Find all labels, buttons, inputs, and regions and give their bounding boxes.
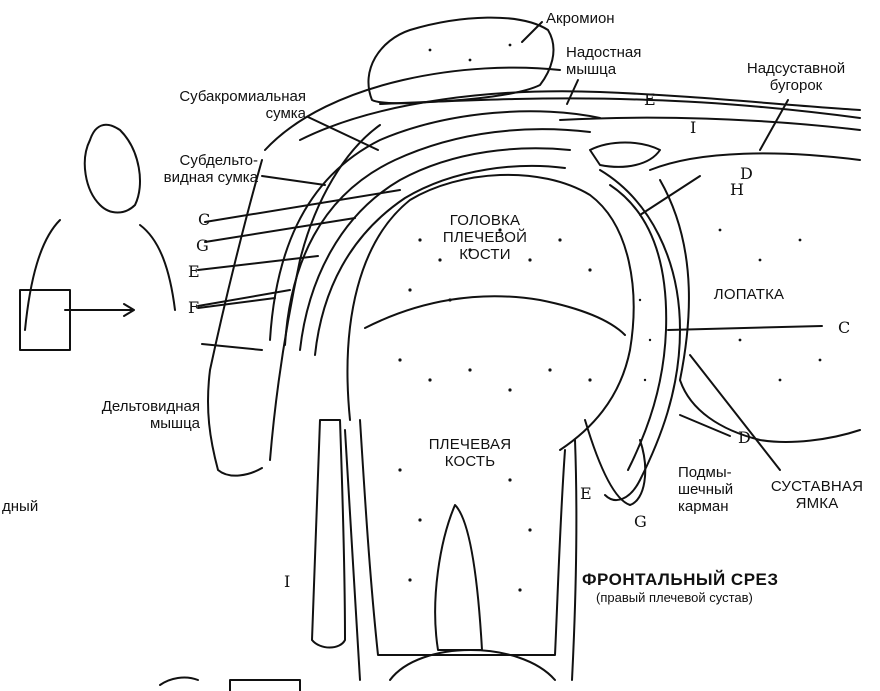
label-glenoid-fossa: СУСТАВНАЯ ЯМКА	[762, 478, 872, 512]
label-deltoid-line1: Дельтовидная	[60, 398, 200, 415]
label-scapula: ЛОПАТКА	[704, 286, 794, 303]
letter-h: H	[730, 180, 744, 199]
label-humeral-head-line1: ГОЛОВКА	[420, 212, 550, 229]
bone-texture	[398, 44, 821, 592]
label-supraglenoid-tubercle: Надсуставной бугорок	[732, 60, 860, 94]
label-subacromial-line2: сумка	[148, 105, 306, 122]
label-subacromial-bursa: Субакромиальная сумка	[148, 88, 306, 122]
label-deltoid-line2: мышца	[60, 415, 200, 432]
label-supraglenoid-line2: бугорок	[732, 77, 860, 94]
label-axillary-line3: карман	[678, 498, 733, 515]
letter-e-bottom: E	[580, 484, 592, 503]
label-humerus: ПЛЕЧЕВАЯ КОСТЬ	[400, 436, 540, 470]
letter-f-left: F	[188, 298, 199, 317]
label-axillary-line2: шечный	[678, 481, 733, 498]
label-humeral-head: ГОЛОВКА ПЛЕЧЕВОЙ КОСТИ	[420, 212, 550, 263]
label-axillary-pouch: Подмы- шечный карман	[678, 464, 733, 515]
label-deltoid-muscle: Дельтовидная мышца	[60, 398, 200, 432]
biceps-tendon	[312, 420, 345, 648]
label-subdeltoid-bursa: Субдельто- видная сумка	[148, 152, 258, 186]
letter-c-left: C	[198, 210, 210, 229]
deltoid-muscle	[265, 68, 560, 150]
letter-g-left: G	[196, 236, 209, 255]
letter-i-top: I	[690, 118, 696, 137]
letter-e-left: E	[188, 262, 200, 281]
label-supraspinatus: Надостная мышца	[566, 44, 641, 78]
letter-i-bottom: I	[284, 572, 290, 591]
label-acromion: Акромион	[546, 10, 615, 27]
label-supraspinatus-line1: Надостная	[566, 44, 641, 61]
scapula-outline	[650, 153, 860, 170]
letter-c-right: C	[838, 318, 850, 337]
label-glenoid-line2: ЯМКА	[762, 495, 872, 512]
letter-g-bottom: G	[634, 512, 647, 531]
label-glenoid-line1: СУСТАВНАЯ	[762, 478, 872, 495]
acromion-shape	[368, 18, 553, 104]
label-humeral-head-line2: ПЛЕЧЕВОЙ	[420, 229, 550, 246]
label-axillary-line1: Подмы-	[678, 464, 733, 481]
caption-subtitle: (правый плечевой сустав)	[596, 590, 753, 605]
letter-e-top: E	[644, 90, 656, 109]
label-humerus-line1: ПЛЕЧЕВАЯ	[400, 436, 540, 453]
inset-figure	[85, 125, 140, 213]
label-supraglenoid-line1: Надсуставной	[732, 60, 860, 77]
label-humerus-line2: КОСТЬ	[400, 453, 540, 470]
letter-d-bottom: D	[738, 428, 751, 447]
label-humeral-head-line3: КОСТИ	[420, 246, 550, 263]
label-subdeltoid-line2: видная сумка	[148, 169, 258, 186]
label-subdeltoid-line1: Субдельто-	[148, 152, 258, 169]
label-subacromial-line1: Субакромиальная	[148, 88, 306, 105]
caption-title: ФРОНТАЛЬНЫЙ СРЕЗ	[582, 570, 779, 590]
label-cut-off: дный	[2, 498, 38, 515]
label-supraspinatus-line2: мышца	[566, 61, 641, 78]
